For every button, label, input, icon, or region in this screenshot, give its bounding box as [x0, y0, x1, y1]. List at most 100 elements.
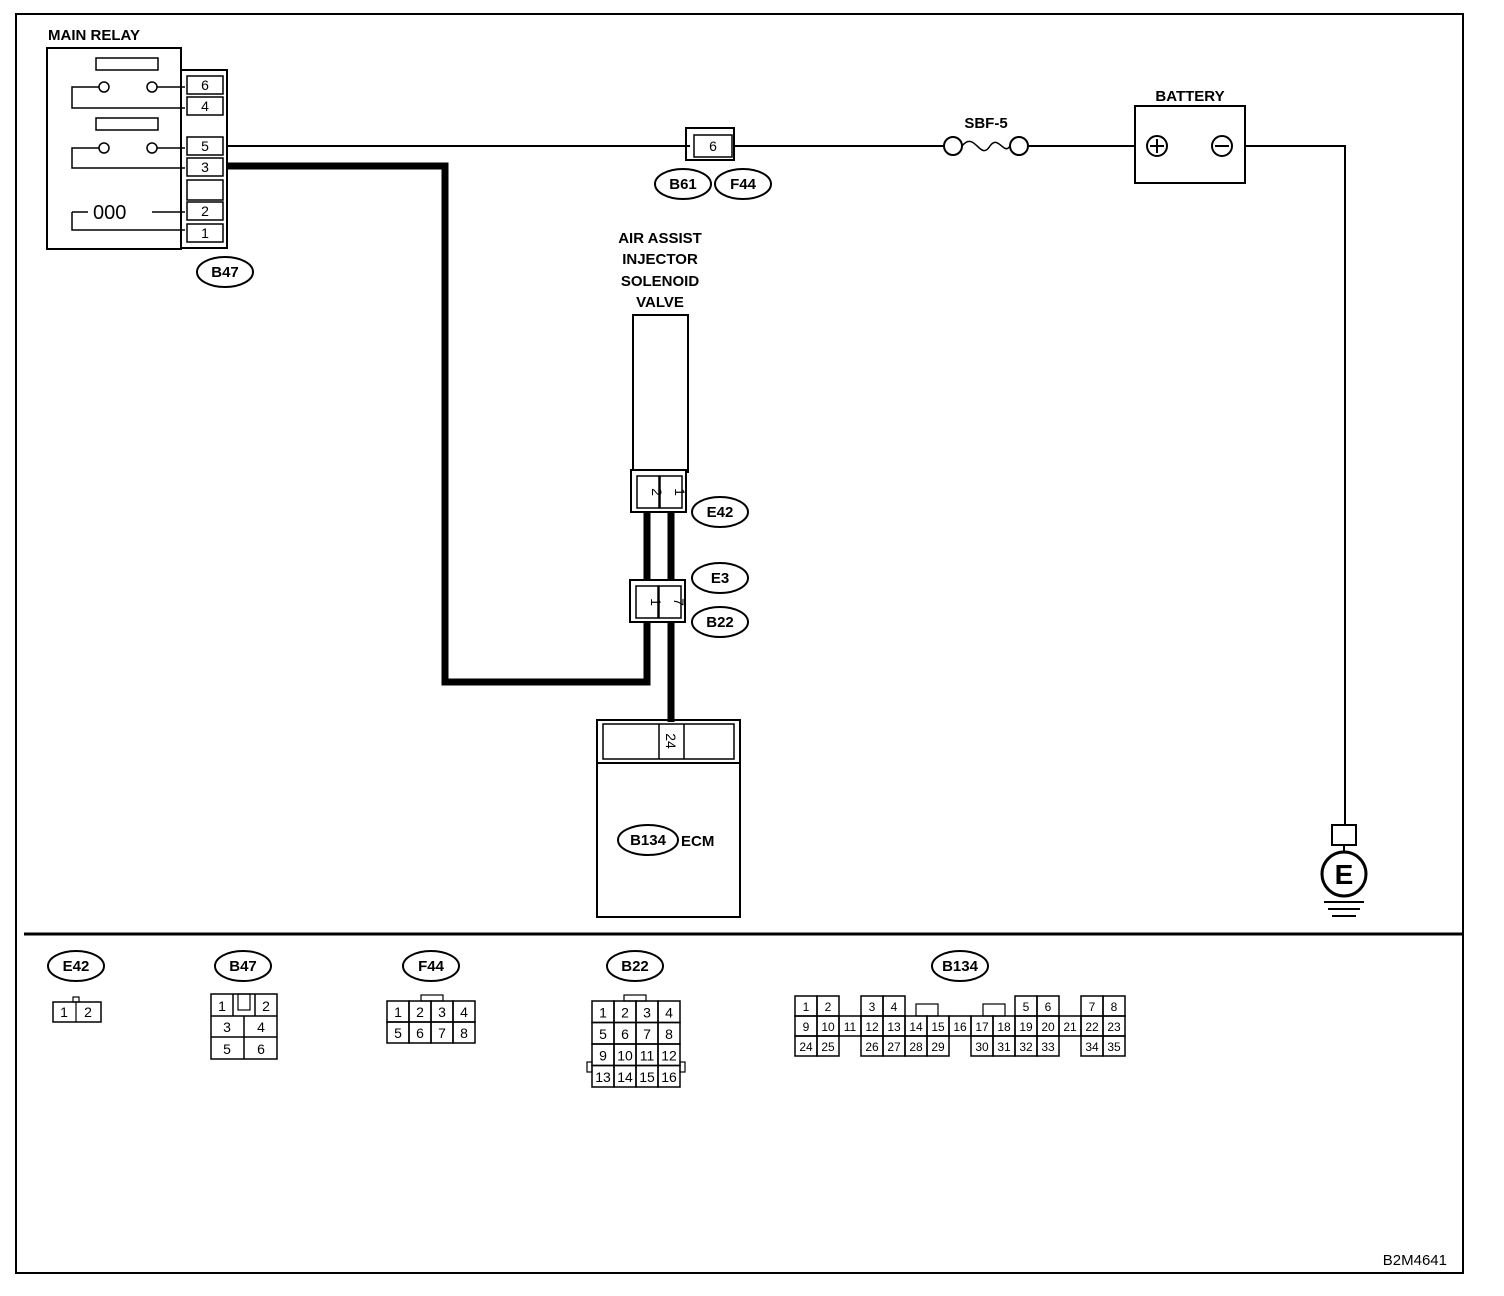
legend-b22-pin: 3 — [643, 1005, 651, 1021]
solenoid-title-line-3: SOLENOID — [621, 273, 700, 290]
legend-b134-pin: 27 — [887, 1040, 901, 1054]
main-relay: MAIN RELAY 000 6 4 5 3 2 1 B — [46, 27, 254, 288]
ecm: 24 B134 ECM — [596, 719, 741, 918]
legend-b22-pin: 8 — [665, 1026, 673, 1042]
relay-pin-2: 2 — [201, 203, 209, 219]
relay-connector-label: B47 — [211, 264, 239, 281]
legend-b134-pin: 28 — [909, 1040, 923, 1054]
legend-b22-pin: 11 — [640, 1048, 655, 1064]
legend-b134-pin: 32 — [1019, 1040, 1033, 1054]
legend-f44-pin: 6 — [416, 1025, 424, 1041]
legend-b22-pin: 2 — [621, 1005, 629, 1021]
legend-b134-pin: 22 — [1085, 1020, 1099, 1034]
legend-b134-pin: 13 — [887, 1020, 901, 1034]
legend-b134-pin: 6 — [1045, 1000, 1052, 1014]
legend-b134-pin: 16 — [953, 1020, 967, 1034]
legend-b134-pin: 30 — [975, 1040, 989, 1054]
intermediate-connector-b22: B22 — [706, 614, 734, 631]
legend-b134-pin: 9 — [803, 1020, 810, 1034]
intermediate-pin-1: 1 — [648, 598, 664, 606]
ecm-connector-label: B134 — [630, 832, 667, 849]
solenoid-connector-label: E42 — [707, 504, 734, 521]
solenoid-pin-2: 2 — [649, 488, 665, 496]
solenoid-title-line-1: AIR ASSIST — [618, 230, 702, 247]
legend-b134-pin: 21 — [1063, 1020, 1077, 1034]
legend-b22-pin: 10 — [617, 1048, 633, 1064]
relay-pin-1: 1 — [201, 225, 209, 241]
legend-b134-pin: 2 — [825, 1000, 832, 1014]
ground-icon — [1320, 850, 1368, 898]
legend-b134-pin: 34 — [1085, 1040, 1099, 1054]
relay-coil: 000 — [93, 202, 126, 224]
relay-pin-6: 6 — [201, 77, 209, 93]
legend-b22-pin: 13 — [595, 1069, 611, 1085]
legend-b47-pin-4: 4 — [257, 1019, 265, 1035]
legend-b134-pin: 8 — [1111, 1000, 1118, 1014]
legend-b47-pin-2: 2 — [262, 998, 270, 1014]
legend-e42-pin-1: 1 — [60, 1004, 68, 1020]
legend-b47: B47 1 2 3 4 5 6 — [210, 950, 278, 1060]
legend-b47-pin-6: 6 — [257, 1041, 265, 1057]
legend-e42-name: E42 — [63, 958, 90, 975]
ground-label: E — [1335, 859, 1354, 890]
legend-f44-pin: 5 — [394, 1025, 402, 1041]
legend-f44-pin: 7 — [438, 1025, 446, 1041]
legend-b134-pin: 24 — [799, 1040, 813, 1054]
legend-b22-pin: 1 — [599, 1005, 607, 1021]
intermediate-pin-7: 7 — [671, 598, 687, 606]
wires — [227, 145, 1346, 825]
solenoid-valve: AIR ASSIST INJECTOR SOLENOID VALVE 2 1 E… — [618, 230, 749, 528]
legend-b134-pin: 7 — [1089, 1000, 1096, 1014]
legend-b134-pin: 25 — [821, 1040, 835, 1054]
legend-b22-pin: 14 — [617, 1069, 633, 1085]
main-relay-title: MAIN RELAY — [48, 27, 140, 44]
legend-b22-pin: 4 — [665, 1005, 673, 1021]
legend-f44-pin: 3 — [438, 1004, 446, 1020]
solenoid-title-line-4: VALVE — [636, 294, 684, 311]
fuse: SBF-5 — [943, 115, 1029, 156]
legend-b22-pin: 15 — [639, 1069, 655, 1085]
legend-b134-pin: 26 — [865, 1040, 879, 1054]
junction-pin: 6 — [709, 138, 717, 154]
battery-title: BATTERY — [1155, 88, 1224, 105]
junction-connector-f44: F44 — [730, 176, 757, 193]
legend-b22-pin: 16 — [661, 1069, 677, 1085]
legend-b22-pin: 12 — [661, 1048, 677, 1064]
legend-b134-pin: 12 — [865, 1020, 879, 1034]
legend-b47-name: B47 — [229, 958, 257, 975]
intermediate-connector-e3: E3 — [711, 570, 729, 587]
relay-pin-4: 4 — [201, 98, 209, 114]
solenoid-pin-1: 1 — [672, 488, 688, 496]
legend-f44-name: F44 — [418, 958, 445, 975]
legend-b134-pin: 11 — [844, 1020, 857, 1034]
relay-pin-3: 3 — [201, 159, 209, 175]
intermediate-connector: 1 7 E3 B22 — [629, 562, 749, 638]
junction-connector: 6 B61 F44 — [654, 127, 772, 200]
legend-b47-pin-5: 5 — [223, 1041, 231, 1057]
legend-b22-pin: 9 — [599, 1048, 607, 1064]
legend-b22-pin: 7 — [643, 1026, 651, 1042]
legend-b134-pin: 4 — [891, 1000, 898, 1014]
legend-b134-pin: 10 — [821, 1020, 835, 1034]
legend-b134-pin: 19 — [1019, 1020, 1033, 1034]
legend-b22-pin: 6 — [621, 1026, 629, 1042]
legend-b47-pin-1: 1 — [218, 998, 226, 1014]
legend-b134-pin: 3 — [869, 1000, 876, 1014]
legend-b134-pin: 17 — [975, 1020, 989, 1034]
legend-b22-pin: 5 — [599, 1026, 607, 1042]
legend-b134-pin: 31 — [997, 1040, 1011, 1054]
legend-f44-pin: 2 — [416, 1004, 424, 1020]
legend-b22-name: B22 — [621, 958, 649, 975]
legend-b134-pin: 5 — [1023, 1000, 1030, 1014]
legend-e42: E42 1 2 — [47, 950, 105, 1023]
legend-b134-pin: 14 — [909, 1020, 923, 1034]
legend-f44-pin: 1 — [394, 1004, 402, 1020]
legend-b134-pin: 29 — [931, 1040, 945, 1054]
relay-pin-5: 5 — [201, 138, 209, 154]
legend-b134-pin: 35 — [1107, 1040, 1121, 1054]
outer-frame — [15, 13, 1464, 1274]
solenoid-title-line-2: INJECTOR — [622, 251, 698, 268]
legend-b134-pin: 18 — [997, 1020, 1011, 1034]
